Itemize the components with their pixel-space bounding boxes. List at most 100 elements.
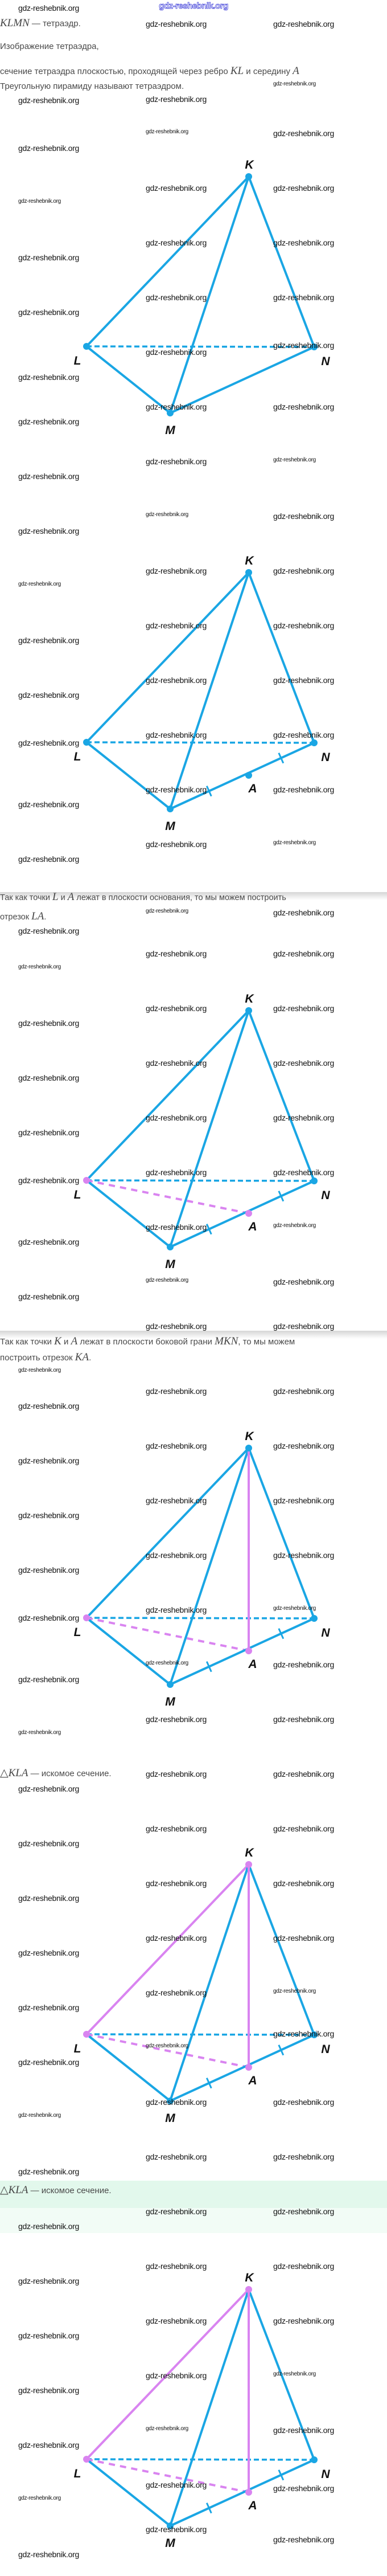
equal-tick-mark — [278, 1191, 285, 1202]
watermark-text: gdz-reshebnik.org — [18, 2003, 79, 2012]
equal-tick-mark — [278, 753, 285, 764]
step2-line-1: Так как точки L и A лежат в плоскости ос… — [0, 891, 286, 904]
watermark-text: gdz-reshebnik.org — [18, 1401, 79, 1410]
vertex-n-dot — [311, 739, 318, 746]
vertex-m-dot — [167, 805, 174, 812]
watermark-text: gdz-reshebnik.org — [18, 581, 61, 587]
label-l: L — [74, 354, 81, 367]
step3-line-2: построить отрезок KA. — [0, 1351, 91, 1364]
edge-kn — [248, 571, 315, 744]
watermark-text: gdz-reshebnik.org — [146, 1277, 188, 1283]
label-m: M — [165, 1258, 175, 1271]
watermark-text: gdz-reshebnik.org — [273, 1277, 334, 1286]
vertex-n-dot — [311, 2031, 318, 2038]
text: — тетраэдр. — [29, 19, 81, 28]
watermark-text: gdz-reshebnik.org — [146, 949, 207, 958]
intro-line-1: KLMN — тетраэдр. — [0, 17, 81, 30]
watermark-text: gdz-reshebnik.org — [273, 1441, 334, 1450]
vertex-m-dot — [167, 410, 174, 416]
watermark-text: gdz-reshebnik.org — [273, 402, 334, 411]
watermark-text: gdz-reshebnik.org — [273, 1551, 334, 1560]
math: △KLA — [0, 2184, 28, 2196]
watermark-text: gdz-reshebnik.org — [18, 144, 79, 153]
watermark-text: gdz-reshebnik.org — [273, 676, 334, 685]
watermark-text: gdz-reshebnik.org — [146, 1769, 207, 1778]
watermark-text: gdz-reshebnik.org — [18, 2386, 79, 2395]
watermark-text: gdz-reshebnik.org — [273, 2535, 334, 2544]
label-m: M — [165, 2537, 175, 2550]
label-k: K — [245, 2271, 254, 2284]
watermark-text: gdz-reshebnik.org — [146, 1988, 207, 1997]
watermark-text: gdz-reshebnik.org — [18, 308, 79, 317]
text: . — [89, 1353, 92, 1363]
vertex-l-dot — [83, 739, 90, 746]
watermark-text: gdz-reshebnik.org — [273, 1387, 334, 1396]
site-logo[interactable]: gdz-reshebnik.org — [159, 1, 229, 11]
label-a: A — [248, 2074, 257, 2087]
label-a: A — [248, 2499, 257, 2512]
edge-kl — [85, 175, 250, 347]
text: и середину — [244, 67, 293, 76]
label-m: M — [165, 424, 175, 437]
watermark-text: gdz-reshebnik.org — [18, 2550, 79, 2559]
point-a-dot — [245, 2064, 252, 2071]
label-n: N — [321, 355, 330, 368]
math: K — [54, 1335, 61, 1347]
label-l: L — [74, 1188, 81, 1201]
equal-tick-mark — [205, 1224, 212, 1235]
edge-lm — [85, 2458, 171, 2527]
edge-ln-dashed — [86, 2033, 315, 2036]
watermark-text: gdz-reshebnik.org — [273, 293, 334, 302]
math-kl: KL — [230, 65, 244, 77]
math: A — [71, 1335, 78, 1347]
text: . — [44, 913, 47, 922]
edge-ln-dashed — [86, 741, 315, 744]
watermark-text: gdz-reshebnik.org — [146, 840, 207, 849]
vertex-k-dot — [245, 1861, 252, 1868]
watermark-text: gdz-reshebnik.org — [18, 2440, 79, 2450]
watermark-text: gdz-reshebnik.org — [273, 2484, 334, 2493]
label-a: A — [248, 782, 257, 795]
watermark-text: gdz-reshebnik.org — [18, 2112, 61, 2119]
watermark-text: gdz-reshebnik.org — [18, 96, 79, 105]
watermark-text: gdz-reshebnik.org — [18, 2495, 61, 2501]
math: △KLA — [0, 1767, 28, 1779]
text: лежат в плоскости основания, то мы можем… — [74, 893, 286, 902]
watermark-text: gdz-reshebnik.org — [146, 2262, 207, 2271]
edge-mn — [169, 1180, 315, 1248]
divider-shadow — [0, 1331, 387, 1339]
watermark-text: gdz-reshebnik.org — [146, 2097, 207, 2107]
watermark-text: gdz-reshebnik.org — [146, 1933, 207, 1943]
watermark-text: gdz-reshebnik.org — [146, 1387, 207, 1396]
watermark-text: gdz-reshebnik.org — [18, 1292, 79, 1301]
watermark-text: gdz-reshebnik.org — [18, 800, 79, 809]
edge-kl — [85, 1009, 250, 1181]
edge-kn — [248, 1447, 315, 1620]
step4-line: △KLA — искомое сечение. — [0, 1767, 112, 1780]
watermark-text: gdz-reshebnik.org — [146, 2043, 188, 2049]
edge-kl — [85, 1447, 250, 1619]
edge-kl — [85, 571, 250, 743]
watermark-text: gdz-reshebnik.org — [146, 1168, 207, 1177]
watermark-text: gdz-reshebnik.org — [18, 690, 79, 700]
watermark-text: gdz-reshebnik.org — [146, 621, 207, 630]
point-a-dot — [245, 1647, 252, 1654]
edge-ln-dashed — [86, 345, 315, 348]
label-a: A — [248, 1658, 257, 1671]
edge-kn — [248, 1863, 315, 2036]
watermark-text: gdz-reshebnik.org — [273, 1933, 334, 1943]
label-k: K — [245, 992, 254, 1005]
watermark-text: gdz-reshebnik.org — [273, 1660, 334, 1669]
watermark-text: gdz-reshebnik.org — [273, 19, 334, 28]
watermark-text: gdz-reshebnik.org — [18, 1456, 79, 1465]
watermark-text: gdz-reshebnik.org — [146, 129, 188, 135]
watermark-text: gdz-reshebnik.org — [146, 1496, 207, 1505]
watermark-text: gdz-reshebnik.org — [273, 512, 334, 521]
watermark-text: gdz-reshebnik.org — [146, 1715, 207, 1724]
label-l: L — [74, 1626, 81, 1639]
watermark-text: gdz-reshebnik.org — [273, 2207, 334, 2216]
edge-kn — [248, 2288, 315, 2461]
edge-mn — [169, 2459, 315, 2527]
